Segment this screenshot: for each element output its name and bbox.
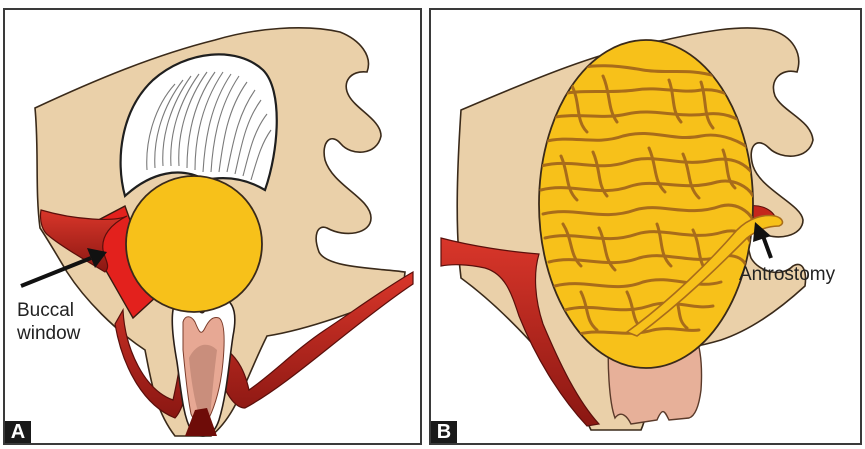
buccal-window-label-line-2: window (17, 322, 80, 345)
panel-b-letter: B (431, 421, 457, 443)
antrostomy-arrow (763, 236, 771, 258)
panel-a: Buccal window A (3, 8, 422, 445)
panel-a-diagram (5, 10, 420, 443)
panel-b: Antrostomy B (429, 8, 862, 445)
bone-graft-disk (126, 176, 262, 312)
antrostomy-label: Antrostomy (739, 263, 835, 286)
buccal-window-label: Buccal window (17, 299, 80, 345)
panel-b-diagram (431, 10, 860, 443)
panel-a-letter: A (5, 421, 31, 443)
buccal-window-label-line-1: Buccal (17, 299, 80, 322)
